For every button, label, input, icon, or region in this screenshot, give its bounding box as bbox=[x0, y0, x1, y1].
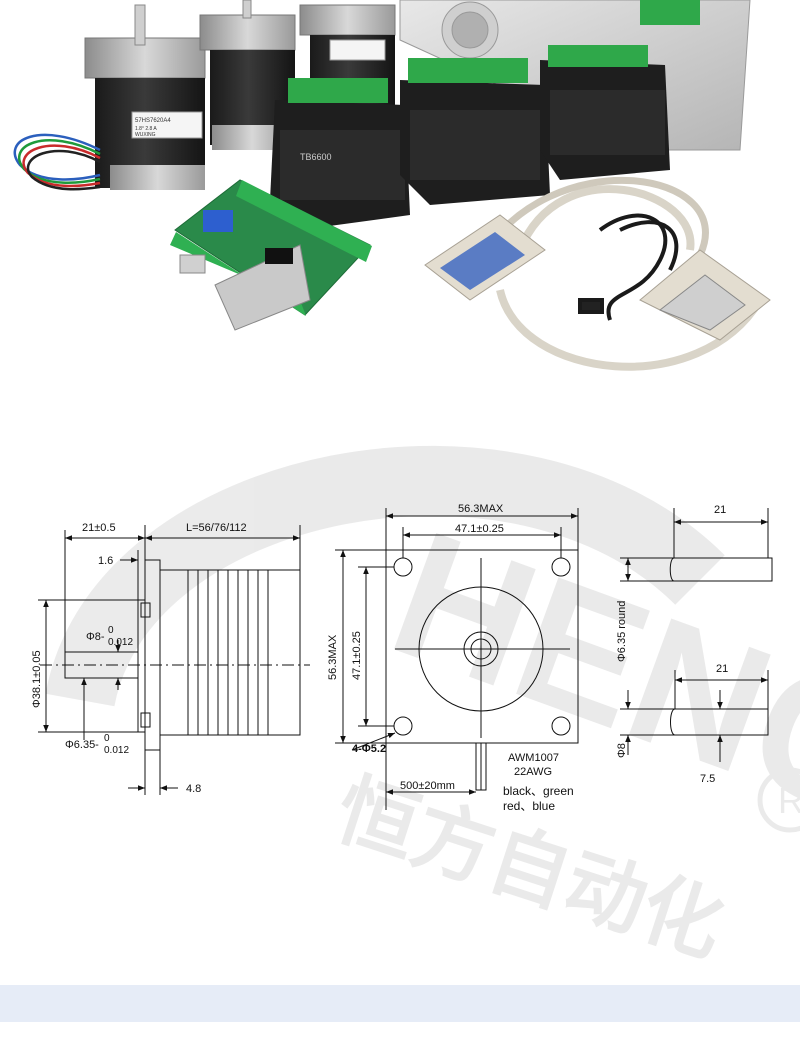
stepper-driver-3 bbox=[540, 45, 670, 180]
watermark-registered: R bbox=[778, 780, 800, 821]
side-view-labels: 21±0.5 L=56/76/112 1.6 Φ38.1±0.05 Φ8- 0 … bbox=[31, 522, 247, 795]
motor-sublabel-2: WUXING bbox=[135, 132, 156, 138]
hole-spacing-h-label: 47.1±0.25 bbox=[455, 523, 504, 535]
shaft-flat-depth-label: 7.5 bbox=[700, 773, 715, 785]
shaft-diameter-b-lower: 0.012 bbox=[104, 745, 129, 756]
shaft-diameter-a-label: Φ8- bbox=[86, 631, 105, 643]
stepper-motor-1: 57HS7620A4 1.8° 2.8 A WUXING bbox=[84, 4, 206, 190]
driver-label: TB6600 bbox=[300, 152, 332, 162]
usb-cable bbox=[578, 213, 679, 321]
boss-diameter-label: Φ38.1±0.05 bbox=[31, 650, 43, 708]
flange-depth-label: 21±0.5 bbox=[82, 522, 116, 534]
shaft-round-length-label: 21 bbox=[714, 504, 726, 516]
technical-drawing: HENG 恒方自动化 R bbox=[0, 400, 800, 985]
wire-colors-2-label: red、blue bbox=[503, 799, 555, 813]
motor-label: 57HS7620A4 bbox=[135, 118, 171, 124]
shaft-diameter-a-upper: 0 bbox=[108, 625, 114, 636]
stepper-driver-2 bbox=[400, 58, 550, 205]
shaft-round-labels: 21 Φ6.35 round bbox=[616, 504, 726, 662]
wire-colors-1-label: black、green bbox=[503, 784, 574, 798]
shaft-flat-labels: 21 Φ8 7.5 bbox=[616, 663, 728, 785]
shaft-flat-detail bbox=[620, 670, 769, 762]
cable-spec-2-label: 22AWG bbox=[514, 766, 552, 778]
shaft-round-diameter-label: Φ6.35 round bbox=[616, 601, 628, 662]
outer-size-v-label: 56.3MAX bbox=[327, 634, 339, 680]
shaft-flat-length-label: 21 bbox=[716, 663, 728, 675]
stepper-motor-2 bbox=[199, 0, 296, 150]
breakout-board bbox=[170, 179, 372, 331]
bottom-strip bbox=[0, 1022, 800, 1044]
shaft-flat-diameter-label: Φ8 bbox=[616, 743, 628, 758]
shaft-diameter-a-lower: 0.012 bbox=[108, 637, 133, 648]
stepper-driver-1: TB6600 bbox=[270, 78, 410, 230]
mount-holes-label: 4-Φ5.2 bbox=[352, 743, 386, 755]
footer-band bbox=[0, 985, 800, 1022]
parallel-cable bbox=[424, 176, 771, 371]
cable-spec-1-label: AWM1007 bbox=[508, 752, 559, 764]
shaft-diameter-b-label: Φ6.35- bbox=[65, 739, 99, 751]
step-offset-label: 1.6 bbox=[98, 555, 113, 567]
shaft-round-detail bbox=[620, 508, 773, 582]
body-length-label: L=56/76/112 bbox=[186, 522, 247, 534]
side-view bbox=[38, 525, 310, 795]
outer-size-label: 56.3MAX bbox=[458, 503, 504, 515]
flange-thickness-label: 4.8 bbox=[186, 783, 201, 795]
hole-spacing-v-label: 47.1±0.25 bbox=[351, 631, 363, 680]
motor-wires bbox=[13, 133, 101, 191]
lead-length-label: 500±20mm bbox=[400, 780, 455, 792]
product-photo: 57HS7620A4 1.8° 2.8 A WUXING TB6600 bbox=[0, 0, 800, 400]
shaft-diameter-b-upper: 0 bbox=[104, 733, 110, 744]
motor-sublabel-1: 1.8° 2.8 A bbox=[135, 126, 157, 132]
front-view bbox=[335, 508, 579, 810]
front-view-labels: 56.3MAX 47.1±0.25 56.3MAX 47.1±0.25 4-Φ5… bbox=[327, 503, 574, 813]
